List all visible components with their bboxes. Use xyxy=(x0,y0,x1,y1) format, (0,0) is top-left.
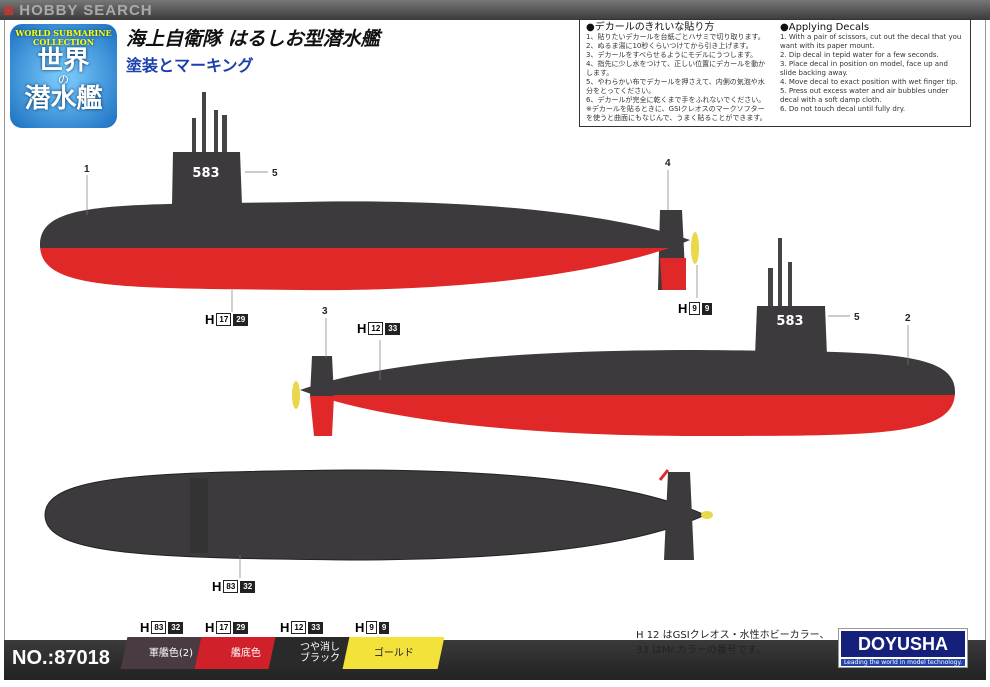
decal-jp: ●デカールのきれいな貼り方 1、貼りたいデカールを台紙ごとハサミで切り取ります。… xyxy=(586,23,770,123)
h: H xyxy=(357,321,367,336)
h: H xyxy=(205,312,215,327)
callout-2: 2 xyxy=(905,313,911,324)
step: 2. Dip decal in tepid water for a few se… xyxy=(780,51,939,59)
code-c: 9 xyxy=(378,621,390,634)
h: H xyxy=(280,620,290,635)
code-c: 33 xyxy=(385,322,401,335)
step: 5. Press out excess water and air bubble… xyxy=(780,87,949,104)
step: 6、デカールが完全に乾くまで手をふれないでください。 xyxy=(586,96,766,104)
decal-en: ●Applying Decals 1. With a pair of sciss… xyxy=(780,23,964,123)
h: H xyxy=(140,620,150,635)
code-a: 83 xyxy=(223,580,239,593)
swatch-label: 軍艦色(2) xyxy=(149,647,194,659)
swatch-gold: ゴールド xyxy=(342,637,445,669)
swatch-label: つや消し ブラック xyxy=(299,642,340,664)
series-logo-big2: 潜水艦 xyxy=(24,84,103,114)
page-subtitle: 塗装とマーキング xyxy=(126,56,254,75)
code-a: 9 xyxy=(689,302,700,315)
code-c: 33 xyxy=(308,621,324,634)
note-line2: 33 はMr.カラーの番号です。 xyxy=(636,645,766,656)
top-view xyxy=(44,469,713,561)
step: 1、貼りたいデカールを台紙ごとハサミで切り取ります。 xyxy=(586,33,765,41)
step: 6. Do not touch decal until fully dry. xyxy=(780,105,906,113)
site-logo-text: HOBBY SEARCH xyxy=(19,2,153,19)
step: 1. With a pair of scissors, cut out the … xyxy=(780,33,962,50)
swatch-label: ゴールド xyxy=(373,647,414,659)
page-title: 海上自衛隊 はるしお型潜水艦 xyxy=(126,28,380,50)
decal-en-heading: ●Applying Decals xyxy=(780,22,870,33)
code-c: 29 xyxy=(233,313,249,326)
series-logo: WORLD SUBMARINE COLLECTION 世界 の 潜水艦 xyxy=(10,24,117,128)
callout-3: 3 xyxy=(322,306,328,317)
code-a: 12 xyxy=(291,621,307,634)
step: 5、やわらかい布でデカールを押さえて、内側の気泡や水分をとってください。 xyxy=(586,78,765,95)
callout-4: 4 xyxy=(665,158,671,169)
code-c: 32 xyxy=(240,580,256,593)
code-a: 9 xyxy=(366,621,377,634)
part-number: NO.:87018 xyxy=(12,647,110,669)
site-logo[interactable]: ◙ HOBBY SEARCH xyxy=(4,2,153,19)
callout-1: 1 xyxy=(84,164,90,175)
step: 2、ぬるま湯に10秒くらいつけてから引き上げます。 xyxy=(586,42,753,50)
step: 4. Move decal to exact position with wet… xyxy=(780,78,958,86)
code-a: 12 xyxy=(368,322,384,335)
code-c: 32 xyxy=(168,621,184,634)
code-c: 9 xyxy=(701,302,713,315)
step: 3、デカールをすべらせるようにモデルにうつします。 xyxy=(586,51,758,59)
code-a: 17 xyxy=(216,621,232,634)
decal-instructions: ●デカールのきれいな貼り方 1、貼りたいデカールを台紙ごとハサミで切り取ります。… xyxy=(579,19,971,127)
brand-tagline: Leading the world in model technology. xyxy=(841,659,965,666)
h: H xyxy=(212,579,222,594)
h: H xyxy=(678,301,688,316)
hull-number: 583 xyxy=(192,166,219,181)
brand-logo: DOYUSHA Leading the world in model techn… xyxy=(838,628,968,668)
propeller xyxy=(691,232,699,264)
step: ※デカールを貼るときに、GSIクレオスのマークソフターを使うと曲面にもなじんで、… xyxy=(586,105,767,122)
code-c: 29 xyxy=(233,621,249,634)
header-bar xyxy=(0,0,990,20)
code-a: 17 xyxy=(216,313,232,326)
note-line1: H 12 はGSIクレオス・水性ホビーカラー、 xyxy=(636,630,830,641)
step: 3. Place decal in position on model, fac… xyxy=(780,60,948,77)
h: H xyxy=(205,620,215,635)
series-logo-big1: 世界 xyxy=(37,46,90,76)
hull-number-2: 583 xyxy=(776,314,803,329)
series-logo-no: の xyxy=(58,73,69,86)
side-view-starboard: 583 xyxy=(40,92,699,291)
brand-name: DOYUSHA xyxy=(841,631,965,657)
step: 4、指先に少し水をつけて、正しい位置にデカールを動かします。 xyxy=(586,60,766,77)
code-a: 83 xyxy=(151,621,167,634)
callout-5b: 5 xyxy=(854,312,860,323)
color-note: H 12 はGSIクレオス・水性ホビーカラー、 33 はMr.カラーの番号です。 xyxy=(636,628,830,658)
swatch-label: 艦底色 xyxy=(230,647,261,659)
callout-5: 5 xyxy=(272,168,278,179)
decal-jp-heading: ●デカールのきれいな貼り方 xyxy=(586,22,715,33)
h: H xyxy=(355,620,365,635)
series-logo-small: WORLD SUBMARINE COLLECTION xyxy=(15,28,112,47)
